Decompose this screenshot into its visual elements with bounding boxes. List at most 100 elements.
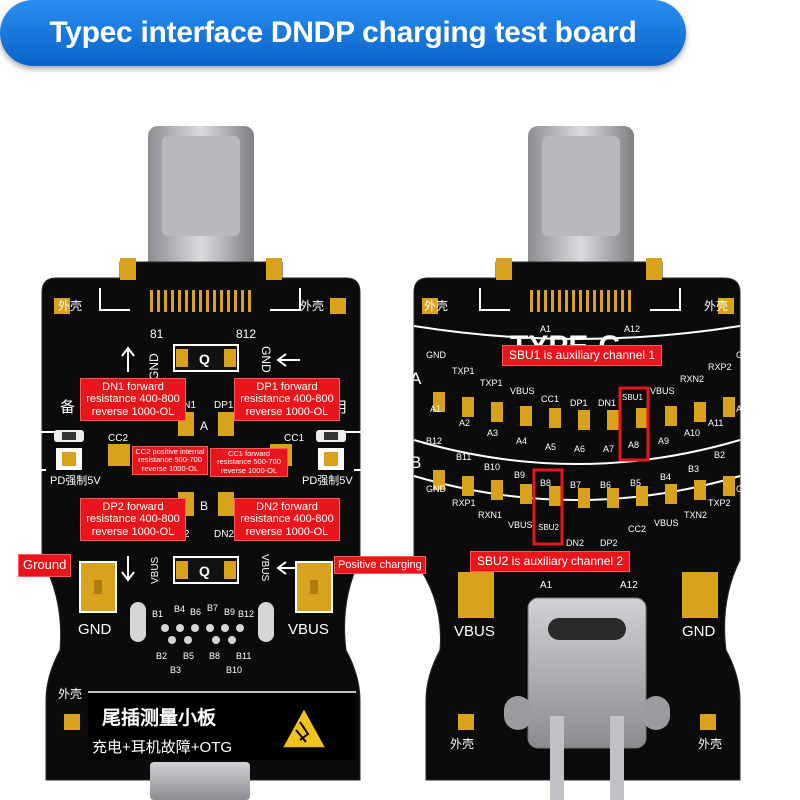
- left-pd-label-l: PD强制5V: [50, 474, 101, 487]
- right-a-top-1b: TXP1: [480, 378, 503, 388]
- right-b-top-1: B11: [456, 452, 471, 462]
- right-b-top-5: B7: [570, 480, 581, 490]
- left-pin-b4: B4: [174, 604, 185, 614]
- left-dn2-label: DN2: [214, 529, 234, 540]
- left-num-81: 81: [150, 327, 164, 341]
- right-gnd-pad-label: GND: [682, 623, 716, 640]
- annotation-cc2: CC2 positive internal resistance 500-700…: [132, 446, 208, 475]
- left-num-812: 812: [236, 327, 256, 341]
- left-corner-pad-tl: [54, 298, 70, 314]
- right-a-bot-3: A4: [516, 436, 527, 446]
- right-b-top-4: B8: [540, 478, 551, 488]
- left-footer-sub: 充电+耳机故障+OTG: [92, 738, 232, 756]
- title-text: Typec interface DNDP charging test board: [49, 16, 637, 49]
- right-row-a-left: A: [410, 369, 422, 388]
- right-a-top-6: SBU1: [622, 393, 643, 402]
- right-a-top-0: GND: [426, 350, 447, 360]
- right-b-bot-6: DP2: [600, 538, 618, 548]
- right-row-b-left: B: [410, 453, 421, 472]
- right-a12-bottom: A12: [620, 580, 638, 591]
- right-a-top-2: VBUS: [510, 386, 535, 396]
- right-shell-label-tl: 外壳: [424, 299, 448, 313]
- annotation-positive-charging: Positive charging: [334, 556, 426, 575]
- left-dp1-label: DP1: [214, 400, 234, 411]
- right-a-top-1: TXP1: [452, 366, 475, 376]
- esd-warning-icon: [280, 706, 328, 749]
- left-pin-b1: B1: [152, 609, 163, 619]
- right-a-bot-10: A11: [708, 418, 723, 428]
- right-b-top-11: B1: [742, 436, 753, 446]
- right-a1-bottom: A1: [540, 580, 553, 591]
- left-corner-pad-tr: [330, 298, 346, 314]
- left-gnd-vertical-l: GND: [147, 353, 161, 380]
- left-gnd-vertical-r: GND: [259, 346, 273, 373]
- left-b-mark: B: [200, 499, 208, 513]
- right-a-bot-0: A1: [430, 404, 441, 414]
- right-board-body: [413, 261, 741, 781]
- right-a-top-7: VBUS: [650, 386, 675, 396]
- right-a12-top: A12: [624, 324, 640, 334]
- left-shell-label-bl: 外壳: [58, 687, 82, 701]
- left-a-mark: A: [200, 419, 208, 433]
- right-b-bot-0: GND: [426, 484, 447, 494]
- left-q-bottom: Q: [199, 563, 210, 579]
- left-pin-b11: B11: [236, 651, 251, 661]
- annotation-dn1: DN1 forward resistance 400-800 reverse 1…: [80, 378, 186, 421]
- right-b-top-2: B10: [484, 462, 500, 472]
- right-b-bot-10: TXP2: [708, 498, 731, 508]
- right-b-top-7: B5: [630, 478, 641, 488]
- right-a-top-5: DN1: [598, 398, 616, 408]
- right-a-bot-5: A6: [574, 444, 585, 454]
- left-q-top: Q: [199, 351, 210, 367]
- right-a-top-4: DP1: [570, 398, 588, 408]
- left-pin-b8: B8: [209, 651, 220, 661]
- right-b-top-9: B3: [688, 464, 699, 474]
- right-b-top-8: B4: [660, 472, 671, 482]
- annotation-dp1: DP1 forward resistance 400-800 reverse 1…: [234, 378, 340, 421]
- right-a-bot-9: A10: [684, 428, 700, 438]
- right-a-top-8: RXN2: [680, 374, 704, 384]
- right-b-bot-3: VBUS: [508, 520, 533, 530]
- left-pin-b2: B2: [156, 651, 167, 661]
- annotation-sbu1: SBU1 is auxiliary channel 1: [502, 345, 663, 367]
- left-vbus-vertical-l: VBUS: [150, 556, 161, 584]
- annotation-sbu2: SBU2 is auxiliary channel 2: [470, 551, 631, 573]
- right-a-bot-8: A9: [658, 436, 669, 446]
- right-a1-top: A1: [540, 324, 551, 334]
- right-shell-label-bl: 外壳: [450, 737, 474, 751]
- right-a-bot-11: A12: [736, 404, 752, 414]
- annotation-ground: Ground: [18, 554, 72, 577]
- left-pin-b6: B6: [190, 607, 201, 617]
- right-a-bot-6: A7: [603, 444, 614, 454]
- right-b-bot-8: VBUS: [654, 518, 679, 528]
- right-a-bot-1: A2: [459, 418, 470, 428]
- right-b-bot-4: SBU2: [538, 523, 559, 532]
- left-char-bei: 备: [60, 399, 75, 416]
- left-shell-label-tl: 外壳: [58, 299, 82, 313]
- right-b-bot-9: TXN2: [684, 510, 707, 520]
- left-pin-b5: B5: [183, 651, 194, 661]
- right-a-bot-4: A5: [545, 442, 556, 452]
- annotation-dp2: DP2 forward resistance 400-800 reverse 1…: [80, 498, 186, 541]
- left-dn1-label: DN1: [176, 400, 196, 411]
- annotation-dn2: DN2 forward resistance 400-800 reverse 1…: [234, 498, 340, 541]
- right-b-bot-11: GND: [736, 484, 757, 494]
- right-gnd-pad: [682, 572, 718, 618]
- right-a-top-9: RXP2: [708, 362, 732, 372]
- left-pin-b10: B10: [226, 665, 242, 675]
- right-b-top-10: B2: [714, 450, 725, 460]
- left-footer-title: 尾插测量小板: [102, 706, 217, 729]
- left-pin-b12: B12: [238, 609, 254, 619]
- right-shell-label-br: 外壳: [698, 737, 722, 751]
- left-vbus-vertical-r: VBUS: [259, 554, 270, 582]
- right-b-top-3: B9: [514, 470, 525, 480]
- right-b-top-0: B12: [426, 436, 442, 446]
- left-pin-b9: B9: [224, 607, 235, 617]
- right-shell-label-tr: 外壳: [704, 299, 728, 313]
- right-a-top-10: GND: [736, 350, 757, 360]
- left-vbus-pad-label: VBUS: [288, 621, 329, 638]
- right-b-bot-2: RXN1: [478, 510, 502, 520]
- left-cc1-label: CC1: [284, 433, 304, 444]
- left-cc2-label: CC2: [108, 433, 128, 444]
- left-pin-b3: B3: [170, 665, 181, 675]
